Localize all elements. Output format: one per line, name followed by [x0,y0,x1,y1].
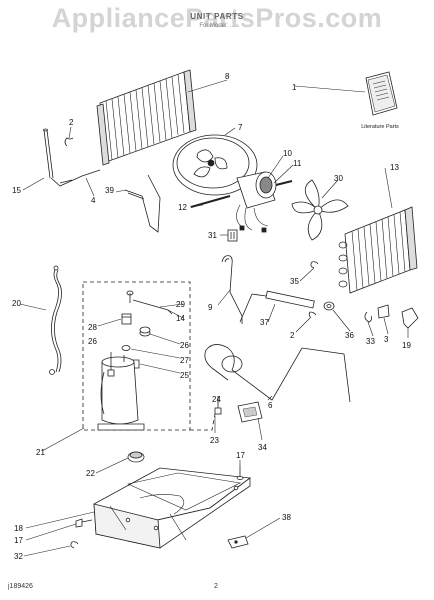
fan-motor[interactable] [236,171,293,233]
drain-plug[interactable] [127,451,145,463]
callout-4: 4 [91,196,96,205]
grommet-36[interactable] [323,301,335,311]
cover-34[interactable] [237,401,263,423]
callout-28: 28 [88,323,97,332]
literature-booklet[interactable] [365,71,398,116]
evaporator-coil[interactable] [96,69,197,166]
callout-23: 23 [210,436,219,445]
callout-14: 14 [176,314,185,323]
part-33[interactable] [364,311,373,323]
callout-7: 7 [238,123,243,132]
callout-26-b: 26 [180,341,189,350]
leader-lines [19,79,409,557]
callout-39: 39 [105,186,114,195]
base-pan[interactable] [93,467,252,549]
watermark: AppliancePartsPros.com [51,3,383,33]
compressor[interactable] [97,352,145,431]
page-title: UNIT PARTS [190,12,244,21]
callout-20: 20 [12,299,21,308]
bracket-31[interactable] [227,229,238,242]
callout-32: 32 [14,552,23,561]
callout-10: 10 [283,149,292,158]
literature-parts-label: Literature Parts [361,124,399,130]
callout-25: 25 [180,371,189,380]
callout-34: 34 [258,443,267,452]
document-number: j189426 [8,583,33,590]
callout-36: 36 [345,331,354,340]
callout-27: 27 [180,356,189,365]
page-number: 2 [214,583,218,590]
condenser-fan-blade[interactable] [291,179,349,241]
fan-shroud[interactable] [172,134,258,196]
callout-29: 29 [176,300,185,309]
shaft[interactable] [190,195,231,208]
part-38[interactable] [227,535,249,549]
callout-38: 38 [282,513,291,522]
discharge-tube[interactable] [221,255,243,324]
callout-17-left: 17 [14,536,23,545]
callout-33: 33 [366,337,375,346]
clip-top[interactable] [64,137,74,147]
callout-3: 3 [384,335,389,344]
callout-17-right: 17 [236,451,245,460]
callout-30: 30 [334,174,343,183]
callout-13: 13 [390,163,399,172]
callout-26-a: 26 [88,337,97,346]
model-subtitle: For Model: ... [199,23,235,29]
callout-19: 19 [402,341,411,350]
callout-22: 22 [86,469,95,478]
callout-35: 35 [290,277,299,286]
grommet-26[interactable] [139,326,151,337]
part-14[interactable] [132,299,173,315]
part-32[interactable] [70,541,79,549]
callout-31: 31 [208,231,217,240]
capillary-tube[interactable] [43,128,101,187]
suction-line[interactable] [205,344,351,403]
part-19[interactable] [401,307,419,329]
grommet-28[interactable] [121,313,132,325]
callout-21: 21 [36,448,45,457]
callout-8: 8 [225,72,230,81]
callout-2-middle: 2 [290,331,295,340]
screw-17-left[interactable] [75,518,93,528]
callout-11: 11 [293,159,302,168]
callout-24: 24 [212,395,221,404]
callout-2-top: 2 [69,118,74,127]
tube-39[interactable] [124,174,161,233]
part-3[interactable] [377,304,390,319]
power-harness[interactable] [49,265,62,375]
callout-15: 15 [12,186,21,195]
callout-1: 1 [292,83,297,92]
callout-18: 18 [14,524,23,533]
part-35[interactable] [310,261,319,269]
accumulator[interactable] [239,290,315,323]
callout-9: 9 [208,303,213,312]
screw-17-right[interactable] [236,465,244,480]
mount-bolt-29[interactable] [126,290,134,303]
callout-numbers: 1 8 2 7 10 11 13 30 15 4 39 12 31 35 29 … [12,72,411,561]
washer-27[interactable] [121,345,131,351]
callout-37: 37 [260,318,269,327]
condenser-coil[interactable] [338,206,418,294]
callout-6: 6 [268,401,273,410]
callout-12: 12 [178,203,187,212]
clip-middle[interactable] [308,311,317,319]
